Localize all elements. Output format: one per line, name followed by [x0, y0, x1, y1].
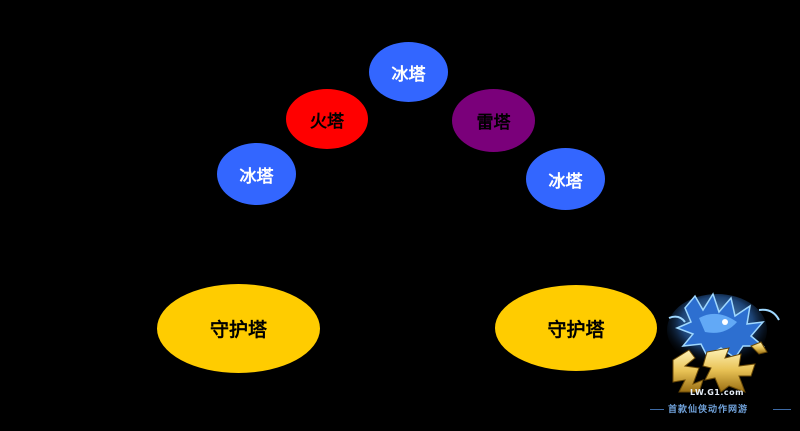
- ice-tower-left-label: 冰塔: [239, 166, 274, 187]
- guard-tower-right-label: 守护塔: [547, 318, 605, 341]
- thunder-tower[interactable]: 雷塔: [452, 89, 535, 152]
- ice-tower-right-label: 冰塔: [548, 171, 583, 192]
- brand-calligraphy: [672, 341, 768, 393]
- logo-tagline: 首款仙侠动作网游: [668, 405, 749, 415]
- logo-url: LW.G1.com: [690, 388, 744, 397]
- guard-tower-left-label: 守护塔: [209, 319, 267, 341]
- dragon-icon: [667, 292, 780, 366]
- ice-tower-top[interactable]: 冰塔: [369, 42, 448, 102]
- guard-tower-right[interactable]: 守护塔: [495, 285, 657, 371]
- fire-tower[interactable]: 火塔: [286, 89, 368, 149]
- thunder-tower-label: 雷塔: [476, 113, 511, 133]
- fire-tower-label: 火塔: [310, 111, 344, 132]
- ice-tower-top-label: 冰塔: [391, 64, 426, 85]
- ice-tower-right[interactable]: 冰塔: [526, 148, 605, 210]
- ice-tower-left[interactable]: 冰塔: [217, 143, 296, 205]
- logo-divider-left: [650, 409, 664, 410]
- game-logo-emblem: [667, 292, 780, 393]
- logo-divider-right: [773, 409, 791, 410]
- guard-tower-left[interactable]: 守护塔: [157, 284, 320, 373]
